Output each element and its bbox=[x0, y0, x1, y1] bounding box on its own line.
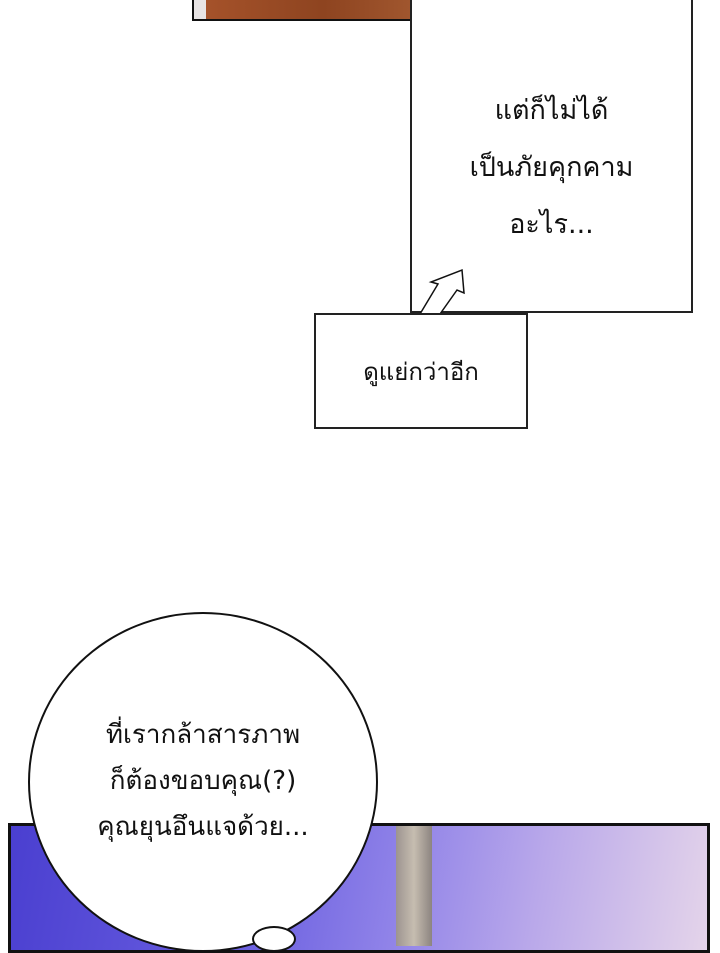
speech-line: ที่เรากล้าสารภาพ bbox=[105, 720, 301, 750]
narration-line: แต่ก็ไม่ได้ bbox=[494, 95, 609, 126]
speech-line: ก็ต้องขอบคุณ(?) bbox=[109, 766, 297, 796]
speech-bubble bbox=[28, 612, 378, 952]
narration-box bbox=[410, 0, 693, 313]
narration-line: เป็นภัยคุกคาม bbox=[469, 152, 634, 183]
arrow-icon bbox=[418, 268, 465, 315]
speech-text: ที่เรากล้าสารภาพ ก็ต้องขอบคุณ(?) คุณยุนอ… bbox=[28, 712, 378, 850]
narration-line: อะไร... bbox=[509, 209, 594, 240]
caption-text: ดูแย่กว่าอีก bbox=[363, 357, 479, 386]
caption-box: ดูแย่กว่าอีก bbox=[314, 313, 528, 429]
narration-text: แต่ก็ไม่ได้ เป็นภัยคุกคาม อะไร... bbox=[410, 82, 693, 253]
window-frame bbox=[396, 826, 432, 946]
top-comic-panel bbox=[192, 0, 412, 21]
speech-line: คุณยุนอึนแจด้วย... bbox=[97, 812, 309, 842]
thought-bubble-tail bbox=[252, 926, 296, 952]
